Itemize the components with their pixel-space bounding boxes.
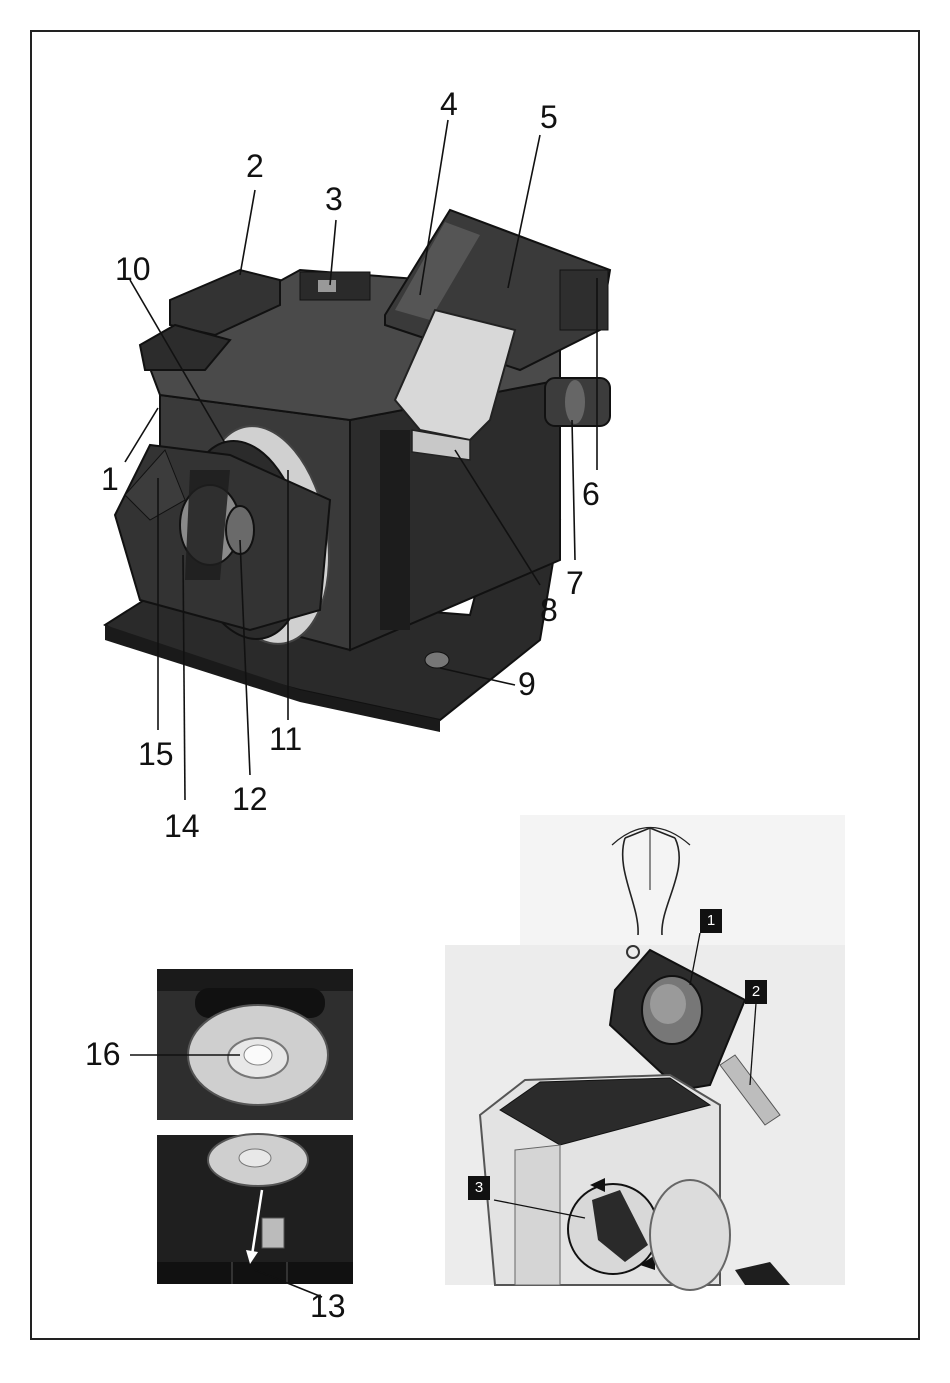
drill-sharpener-machine [105,210,610,732]
badge-3: 3 [468,1176,490,1200]
callout-7: 7 [566,567,584,599]
callout-15: 15 [138,738,174,770]
callout-8: 8 [540,594,558,626]
callout-13: 13 [310,1290,346,1322]
callout-10: 10 [115,253,151,285]
badge-2: 2 [745,980,767,1004]
callout-14: 14 [164,810,200,842]
callout-6: 6 [582,478,600,510]
badge-1: 1 [700,909,722,933]
callout-1: 1 [101,463,119,495]
callout-11: 11 [269,723,302,755]
callout-2: 2 [246,150,264,182]
callout-5: 5 [540,101,558,133]
callout-3: 3 [325,183,343,215]
callout-16: 16 [85,1038,121,1070]
callout-12: 12 [232,783,268,815]
detail-wheel-removal-image [157,1134,353,1297]
drill-sharpening-figure [445,815,845,1290]
callout-4: 4 [440,88,458,120]
callout-9: 9 [518,668,536,700]
detail-wheel-nut-image [130,969,353,1120]
